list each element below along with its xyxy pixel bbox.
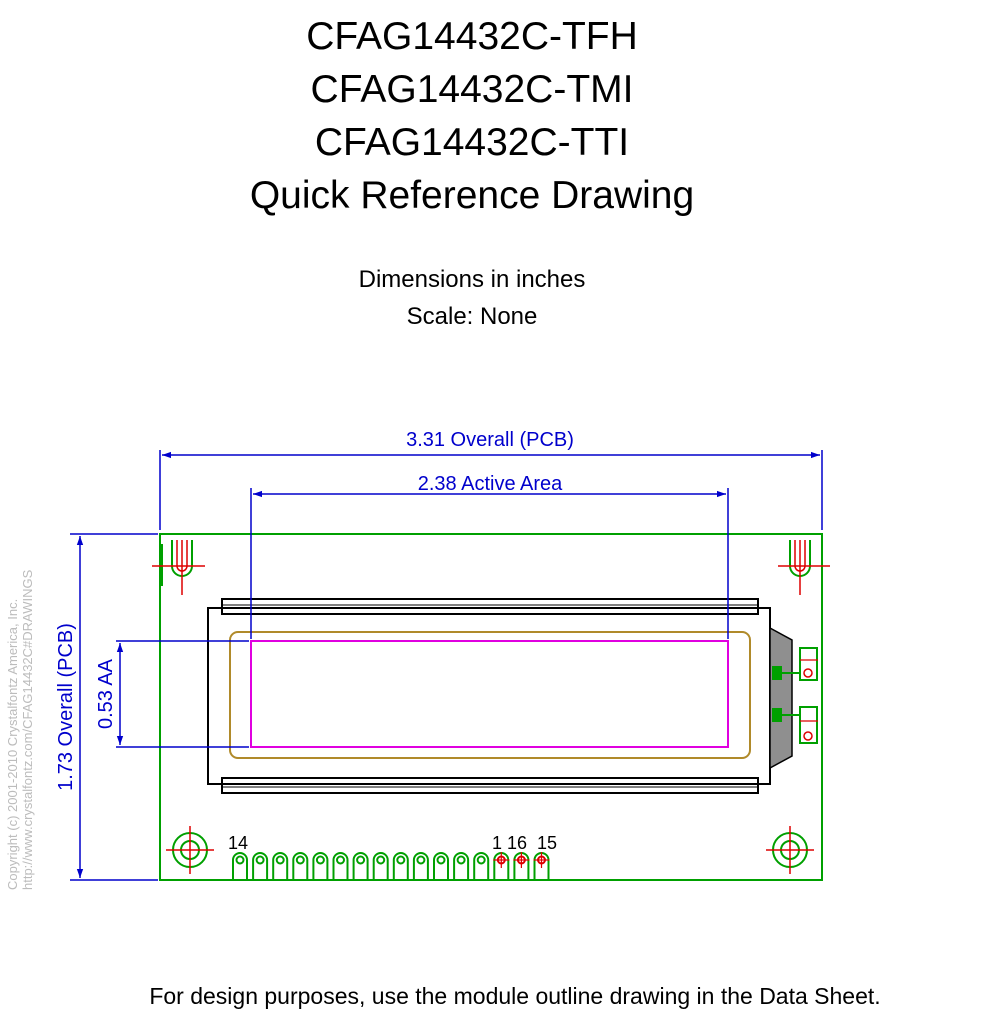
pin-pad (312, 852, 329, 880)
scale-note: Scale: None (406, 303, 538, 330)
pin-pad (392, 852, 409, 880)
mount-slot-top-left (152, 540, 205, 595)
mount-slot-top-right (778, 540, 830, 595)
pin-pad (412, 852, 429, 880)
pin-hole (376, 855, 386, 865)
pin-hole (336, 855, 345, 865)
pin-label-16: 16 (507, 833, 527, 853)
overall-width-label: 3.31 Overall (PCB) (406, 429, 574, 451)
pin-hole (456, 855, 466, 865)
units-note: Dimensions in inches (358, 266, 586, 293)
pin-header (232, 852, 550, 880)
pcb-outline (159, 533, 823, 881)
pin-label-14: 14 (228, 833, 248, 853)
pin-hole (476, 855, 486, 865)
mount-hole-bottom-left (166, 826, 214, 874)
overall-width-dimension (159, 450, 823, 530)
lcd-frame (207, 598, 771, 794)
pin-pad (252, 852, 269, 880)
pin-hole (295, 855, 305, 865)
pin-hole (396, 855, 406, 865)
pin-hole (315, 855, 325, 865)
pin-pad (232, 852, 248, 880)
pin-pad (292, 852, 309, 880)
pin-pad (372, 852, 389, 880)
part-number-line-3: CFAG14432C-TTI (314, 121, 630, 164)
pin-hole (356, 855, 366, 865)
pin-hole (416, 855, 426, 865)
overall-height-label: 1.73 Overall (PCB) (55, 623, 77, 791)
pin-pad (433, 852, 449, 880)
part-number-line-2: CFAG14432C-TMI (310, 68, 634, 111)
pin-pad (332, 852, 349, 880)
active-area-height-label: 0.53 AA (95, 658, 117, 729)
pin-hole (235, 855, 245, 865)
pin-pad (473, 852, 490, 880)
pin-label-15: 15 (537, 833, 557, 853)
pin-hole (275, 855, 285, 865)
pin-hole (255, 855, 265, 865)
pin-pad (352, 852, 369, 880)
mount-hole-bottom-right (766, 826, 814, 874)
active-area-height-dimension (116, 640, 249, 748)
pin-pad (272, 852, 289, 880)
pin-label-1: 1 (492, 833, 502, 853)
drawing-title: Quick Reference Drawing (249, 174, 695, 217)
overall-height-dimension (70, 533, 158, 881)
backlight-tab (769, 626, 818, 770)
active-area (250, 640, 729, 748)
pin-pad (453, 852, 470, 880)
pin-hole (436, 855, 446, 865)
active-area-width-label: 2.38 Active Area (418, 473, 563, 495)
active-area-width-dimension (250, 488, 729, 639)
viewing-area (229, 631, 751, 759)
design-note: For design purposes, use the module outl… (149, 983, 881, 1009)
part-number-line-1: CFAG14432C-TFH (306, 15, 638, 58)
